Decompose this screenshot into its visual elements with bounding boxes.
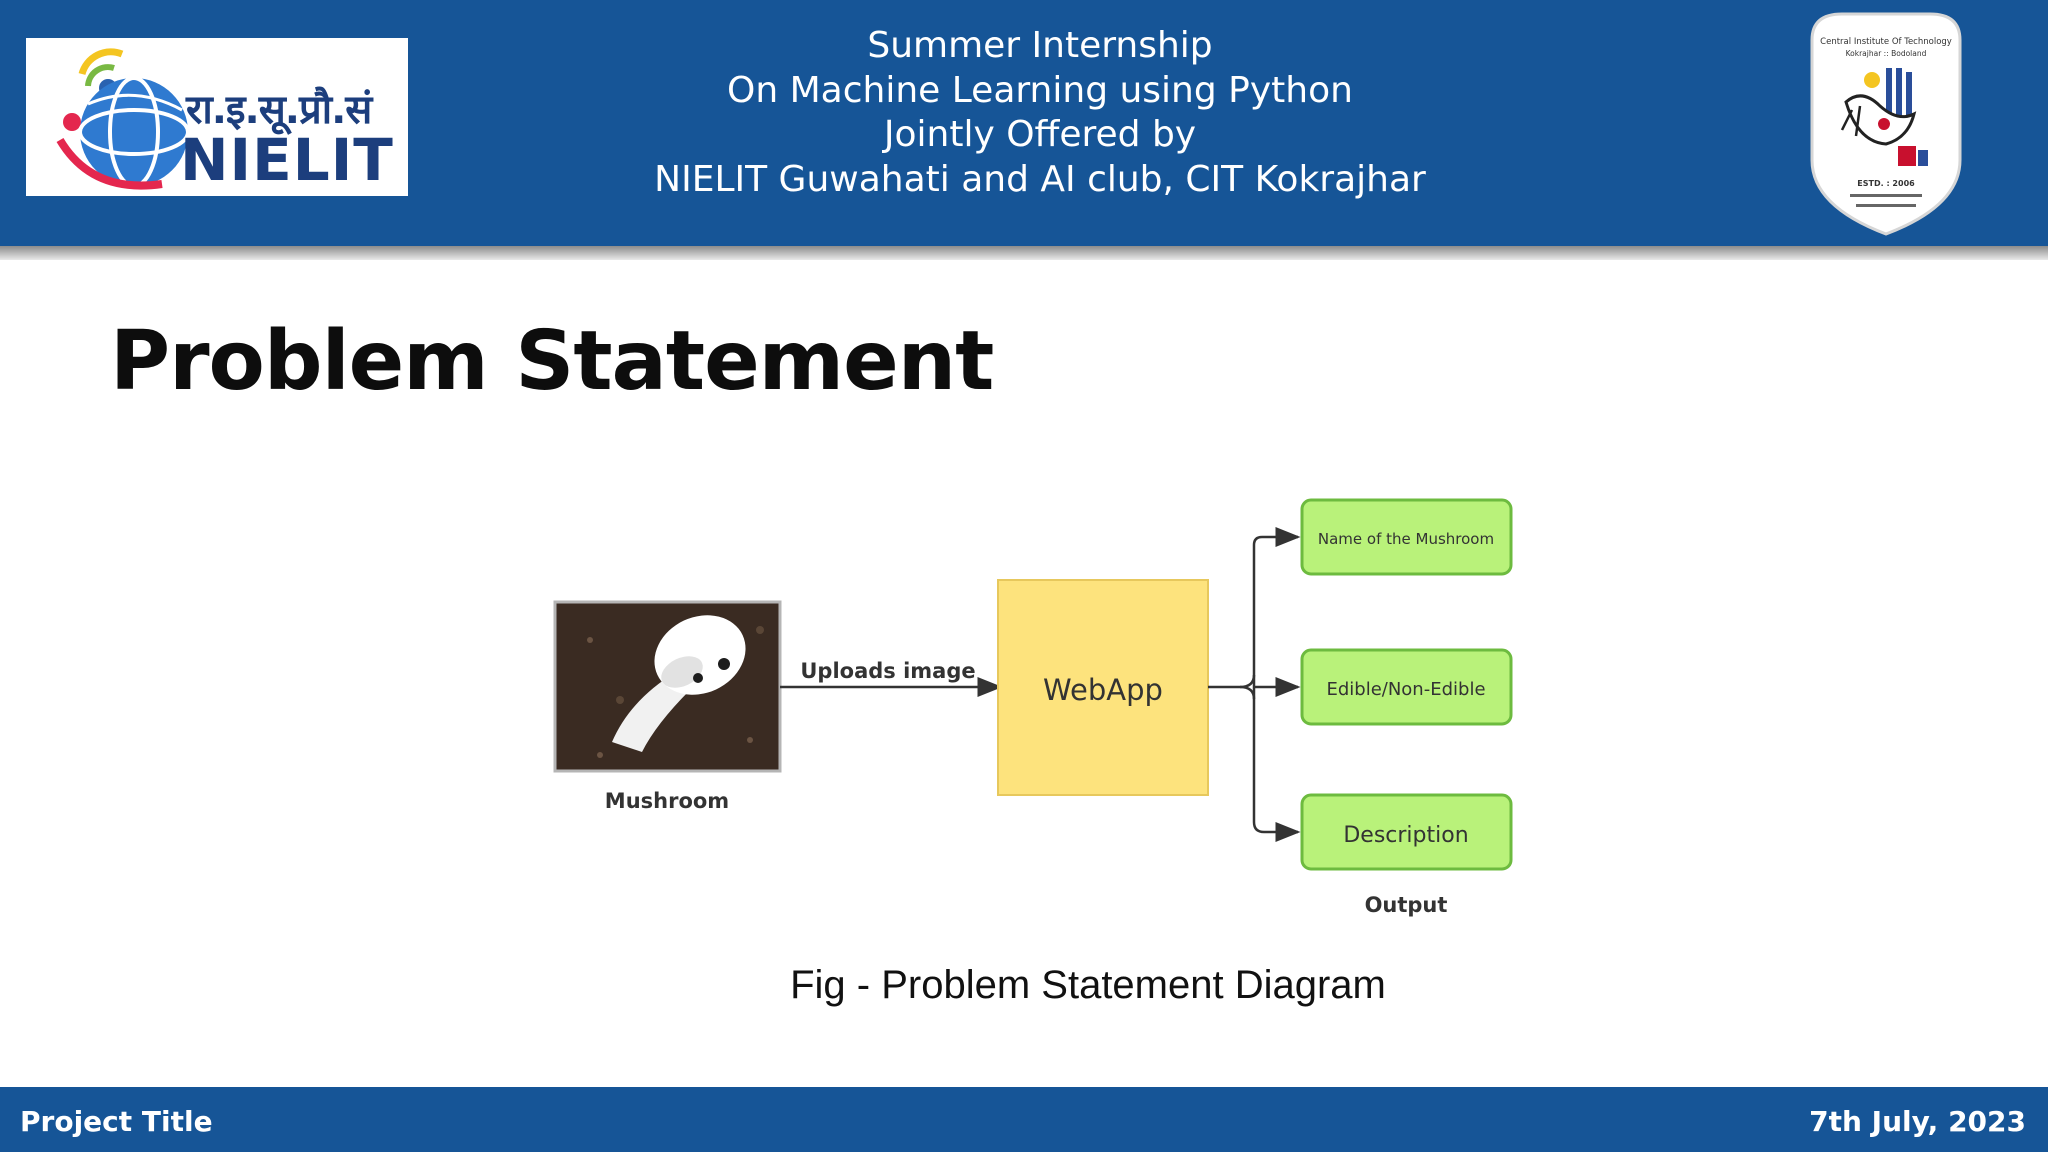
emblem-estd: ESTD. : 2006 <box>1857 179 1915 188</box>
header-bar: रा.इ.सू.प्रौ.सं NIELIT Summer Internship… <box>0 0 2048 246</box>
webapp-box <box>997 579 1209 796</box>
output-description-label: Description <box>1343 823 1468 848</box>
output-name-label: Name of the Mushroom <box>1318 530 1494 548</box>
mushroom-label: Mushroom <box>605 789 729 813</box>
branch-connectors <box>1208 527 1301 842</box>
output-box-name <box>1300 498 1513 576</box>
cit-emblem: Central Institute Of Technology Kokrajha… <box>1810 12 1962 236</box>
heading-line-4: NIELIT Guwahati and AI club, CIT Kokrajh… <box>654 158 1426 200</box>
output-label: Output <box>1365 893 1448 917</box>
heading-line-2: On Machine Learning using Python <box>727 69 1353 111</box>
logo-hindi-text: रा.इ.सू.प्रौ.सं <box>186 87 372 133</box>
upload-arrow-label: Uploads image <box>800 659 975 683</box>
figure-caption: Fig - Problem Statement Diagram <box>790 963 1386 1007</box>
footer-project-title: Project Title <box>20 1105 213 1138</box>
mushroom-image <box>553 600 782 773</box>
emblem-artwork-icon <box>1840 68 1928 166</box>
output-edibility-label: Edible/Non-Edible <box>1326 679 1485 700</box>
slide-title: Problem Statement <box>110 314 994 409</box>
program-heading: Summer Internship On Machine Learning us… <box>540 24 1540 202</box>
globe-logo-icon <box>56 48 190 190</box>
footer-date: 7th July, 2023 <box>1809 1105 2026 1138</box>
footer-bar: Project Title 7th July, 2023 <box>0 1087 2048 1152</box>
nielit-logo: रा.इ.सू.प्रौ.सं NIELIT <box>26 38 408 196</box>
emblem-location: Kokrajhar :: Bodoland <box>1846 49 1927 58</box>
output-box-description <box>1300 793 1513 871</box>
heading-line-3: Jointly Offered by <box>883 114 1197 155</box>
webapp-label: WebApp <box>1043 673 1163 707</box>
output-box-edibility <box>1300 648 1513 726</box>
header-shadow <box>0 246 2048 260</box>
logo-wordmark: NIELIT <box>180 126 394 194</box>
emblem-name: Central Institute Of Technology <box>1820 37 1952 47</box>
heading-line-1: Summer Internship <box>867 25 1213 66</box>
